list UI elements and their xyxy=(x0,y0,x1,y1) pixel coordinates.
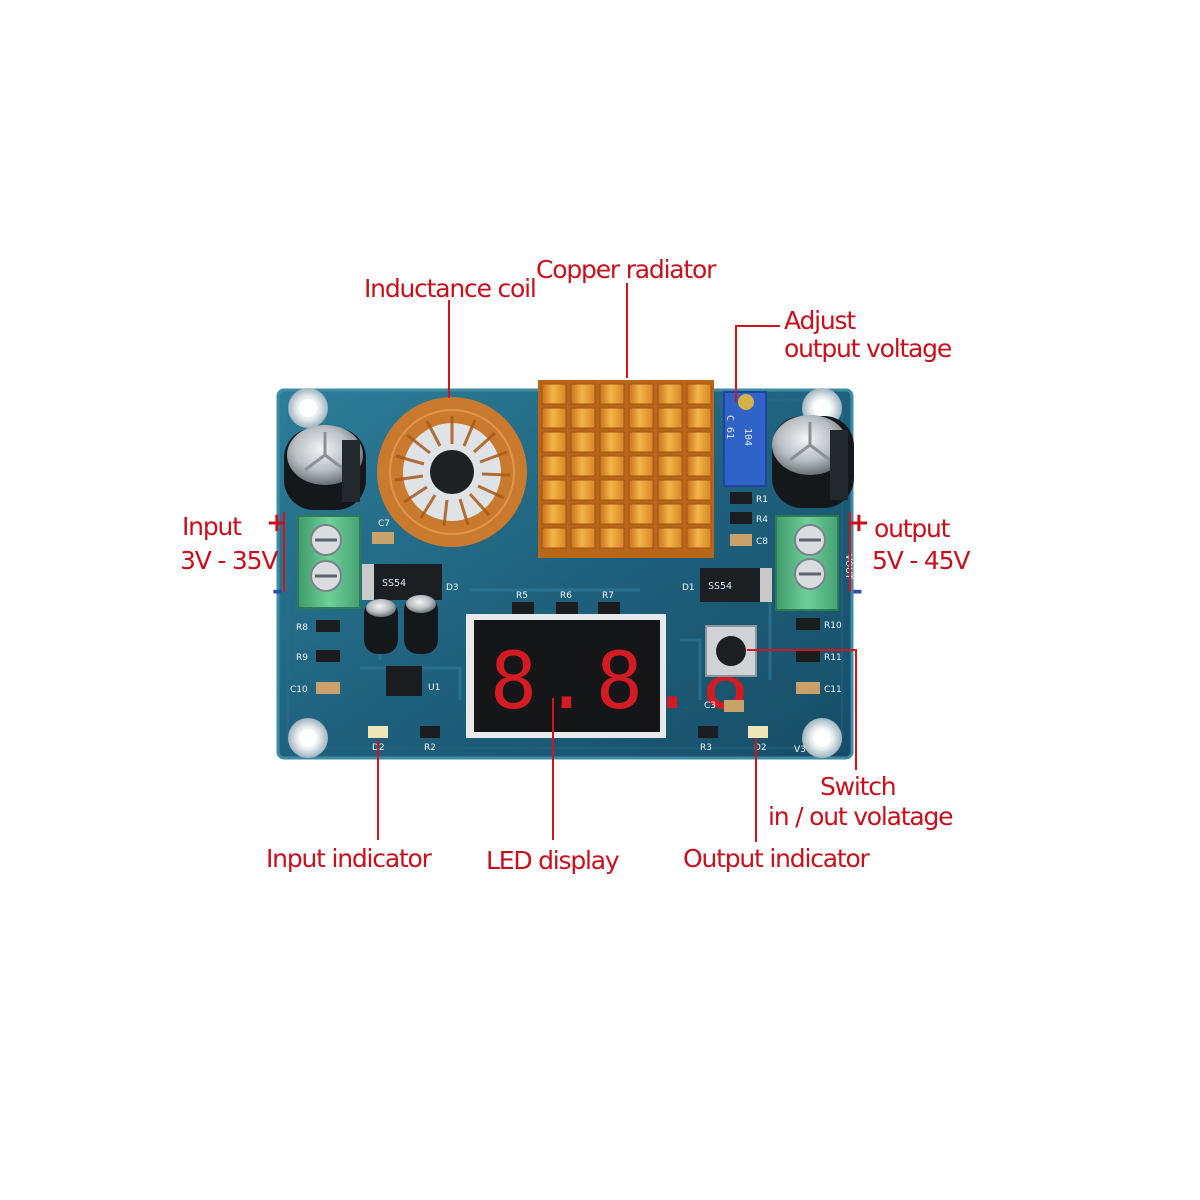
display-resistors: R5 R6 R7 xyxy=(512,591,620,614)
svg-text:C7: C7 xyxy=(378,519,390,529)
label-led-display: LED display xyxy=(486,846,620,875)
svg-text:D2: D2 xyxy=(754,743,767,753)
svg-text:VIN: VIN xyxy=(267,554,277,570)
svg-text:R6: R6 xyxy=(560,591,572,601)
label-output-line2: 5V - 45V xyxy=(872,546,970,575)
input-capacitor xyxy=(284,425,366,510)
svg-text:V3: V3 xyxy=(794,745,806,755)
svg-text:R10: R10 xyxy=(824,621,842,631)
output-plus-sign: + xyxy=(848,508,870,538)
switch-button xyxy=(705,625,757,677)
small-capacitors xyxy=(364,595,438,654)
svg-text:C 61: C 61 xyxy=(724,415,735,439)
input-terminal-block: VIN xyxy=(267,515,361,609)
svg-text:R3: R3 xyxy=(700,743,712,753)
output-terminal-block: VOUT xyxy=(775,515,853,611)
svg-text:104: 104 xyxy=(742,428,753,446)
label-switch-line2: in / out volatage xyxy=(768,802,954,831)
svg-text:SS54: SS54 xyxy=(708,581,732,592)
label-input-line2: 3V - 35V xyxy=(180,546,278,575)
smd-parts-left: R8 R9 C10 U1 xyxy=(290,620,440,696)
diode-d3: SS54 D3 xyxy=(362,564,459,600)
svg-text:U1: U1 xyxy=(428,683,440,693)
label-output-indicator: Output indicator xyxy=(683,844,870,873)
output-minus-sign: - xyxy=(852,576,863,606)
svg-text:D3: D3 xyxy=(446,583,459,593)
smd-parts-right: R1 R4 C8 C7 xyxy=(372,492,768,547)
potentiometer: 104 C 61 xyxy=(723,391,767,487)
svg-text:C3: C3 xyxy=(704,701,716,711)
label-copper-radiator: Copper radiator xyxy=(536,255,716,284)
label-input-indicator: Input indicator xyxy=(266,844,432,873)
input-plus-sign: + xyxy=(266,508,288,538)
svg-text:R5: R5 xyxy=(516,591,528,601)
svg-text:R7: R7 xyxy=(602,591,614,601)
label-inductance-coil: Inductance coil xyxy=(364,274,537,303)
svg-text:C11: C11 xyxy=(824,685,842,695)
svg-text:D1: D1 xyxy=(682,583,695,593)
svg-text:R1: R1 xyxy=(756,495,768,505)
smd-parts-right-lower: R10 R11 C11 xyxy=(796,618,842,695)
svg-text:C8: C8 xyxy=(756,537,768,547)
svg-text:R2: R2 xyxy=(424,743,436,753)
input-minus-sign: - xyxy=(272,576,283,606)
output-capacitor xyxy=(772,415,854,508)
svg-text:R9: R9 xyxy=(296,653,308,663)
label-adjust-line2: output voltage xyxy=(784,334,952,363)
copper-heatsink xyxy=(538,380,714,558)
label-output-line1: output xyxy=(874,514,950,543)
svg-text:SS54: SS54 xyxy=(382,578,406,589)
diode-d1: SS54 D1 xyxy=(682,568,772,602)
svg-text:VOUT: VOUT xyxy=(843,554,853,580)
svg-text:C10: C10 xyxy=(290,685,308,695)
mounting-holes xyxy=(288,388,842,758)
inductor-coil xyxy=(377,397,527,547)
led-display: 8.8.8 xyxy=(466,614,749,738)
label-switch-line1: Switch xyxy=(820,772,897,801)
svg-text:R11: R11 xyxy=(824,653,842,663)
svg-text:R4: R4 xyxy=(756,515,768,525)
label-input-line1: Input xyxy=(182,512,242,541)
label-adjust-line1: Adjust xyxy=(784,306,856,335)
leader-lines xyxy=(283,283,857,842)
svg-text:R8: R8 xyxy=(296,623,308,633)
